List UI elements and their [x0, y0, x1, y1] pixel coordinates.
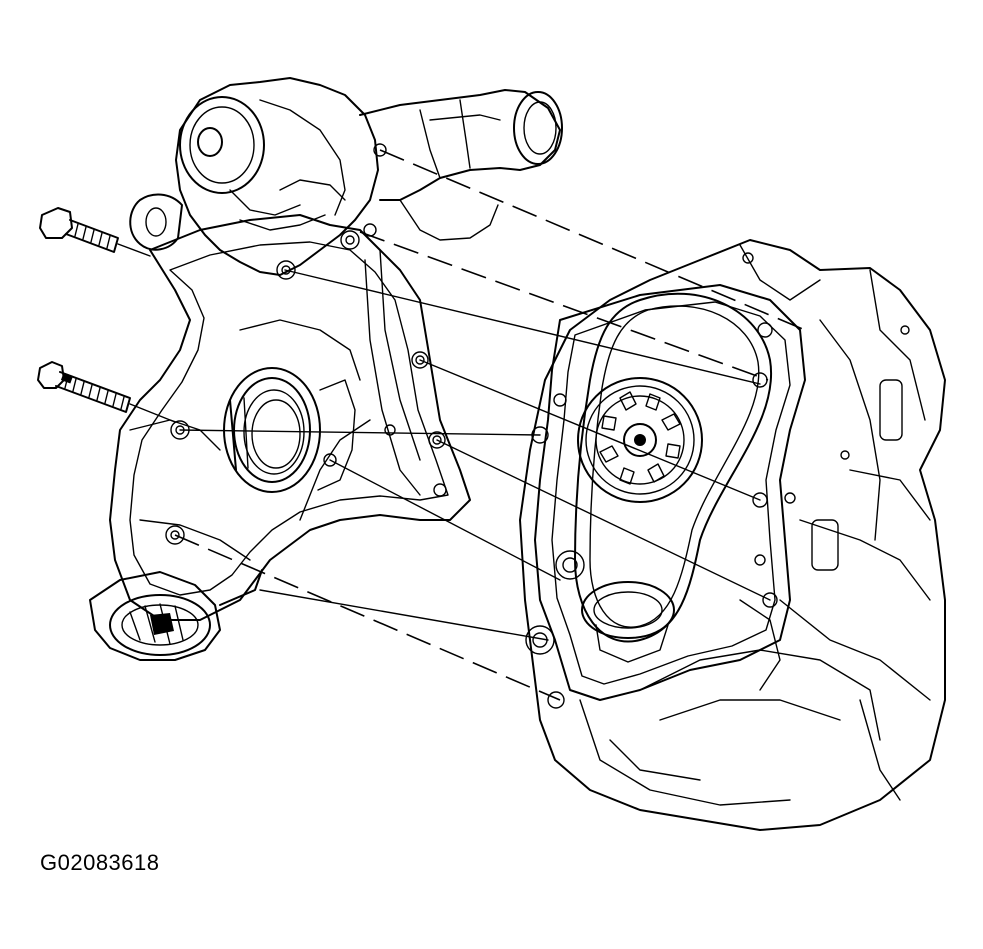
crankshaft-front-seal [223, 367, 356, 493]
engine-front-cover [109, 214, 471, 621]
camshaft-sprocket-lower [581, 581, 675, 663]
engine-block [519, 239, 946, 831]
crankshaft-sprocket [577, 377, 703, 503]
cover-bolt-lower-stud [37, 361, 176, 423]
water-pump [129, 77, 387, 280]
alignment-lines [174, 149, 806, 701]
coolant-outlet-neck [359, 89, 563, 241]
timing-chain [574, 292, 773, 643]
camshaft-position-sensor [89, 569, 263, 661]
figure-code: G02083618 [40, 850, 160, 875]
cover-bolt-upper [39, 207, 151, 257]
timing-cover-gasket [525, 284, 806, 709]
